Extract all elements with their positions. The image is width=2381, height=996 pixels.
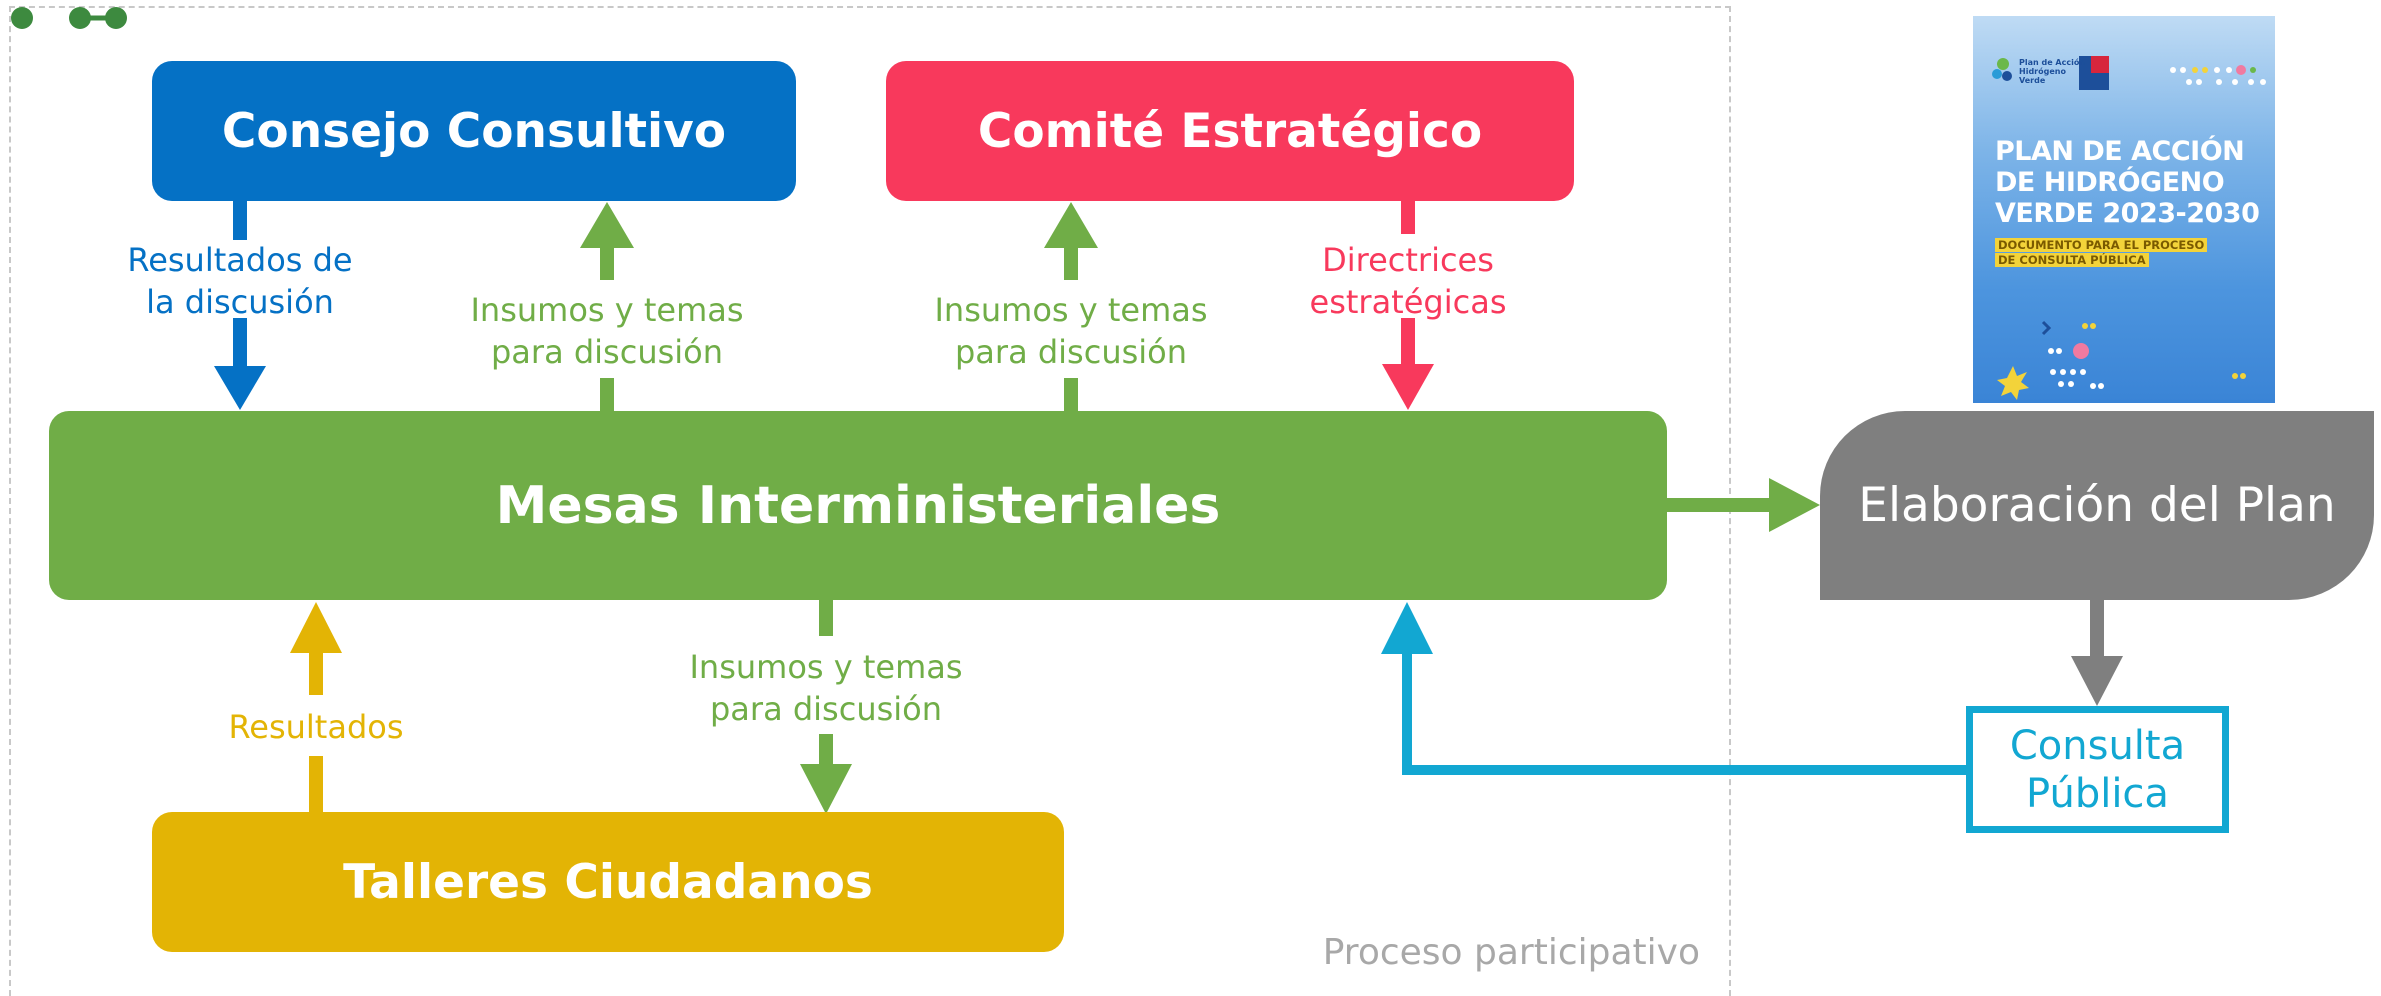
node-comite-label: Comité Estratégico xyxy=(977,103,1483,159)
cover-title: PLAN DE ACCIÓN DE HIDRÓGENO VERDE 2023-2… xyxy=(1995,136,2265,229)
cover-title-line3: VERDE 2023-2030 xyxy=(1995,198,2260,230)
cover-decoration xyxy=(1992,56,2266,400)
node-consulta-label-line1: Consulta xyxy=(2009,722,2186,769)
label-insumos-consejo-line2: para discusión xyxy=(490,332,724,371)
brand-dots-icon xyxy=(11,7,127,29)
label-directrices-estrategicas: Directrices estratégicas xyxy=(1278,240,1538,323)
arrow-mesas-to-consejo xyxy=(580,202,634,412)
cover-subtitle-line2: DE CONSULTA PÚBLICA xyxy=(1995,252,2149,267)
node-elaboracion-label: Elaboración del Plan xyxy=(1858,478,2336,533)
label-resultados-de-line1: Resultados de xyxy=(127,241,353,279)
arrow-mesas-to-talleres xyxy=(800,600,852,814)
group-label-proceso-participativo: Proceso participativo xyxy=(1322,932,1700,973)
cover-title-line1: PLAN DE ACCIÓN xyxy=(1995,136,2245,167)
label-resultados-text: Resultados xyxy=(228,708,404,746)
cover-logo-line1: Plan de Acción xyxy=(2019,58,2086,67)
node-mesas-label: Mesas Interministeriales xyxy=(495,475,1221,536)
node-mesas-interministeriales: Mesas Interministeriales xyxy=(49,411,1667,600)
label-insumos-comite-line1: Insumos y temas xyxy=(934,291,1208,329)
node-talleres-label: Talleres Ciudadanos xyxy=(343,854,873,910)
arrow-consejo-to-mesas xyxy=(214,200,266,410)
arrow-elaboracion-to-consulta xyxy=(2071,600,2123,706)
document-cover-image: Plan de Acción Hidrógeno Verde PLAN DE A… xyxy=(1973,16,2275,403)
node-elaboracion-del-plan: Elaboración del Plan xyxy=(1820,411,2374,600)
label-insumos-talleres-line1: Insumos y temas xyxy=(689,648,963,686)
node-consejo-consultivo: Consejo Consultivo xyxy=(152,61,796,201)
cover-title-line2: DE HIDRÓGENO xyxy=(1995,167,2225,199)
cover-logo-line2: Hidrógeno xyxy=(2019,67,2066,77)
node-consejo-label: Consejo Consultivo xyxy=(221,103,727,159)
label-directrices-line2: estratégicas xyxy=(1309,282,1507,321)
node-talleres-ciudadanos: Talleres Ciudadanos xyxy=(152,812,1064,952)
cover-subtitle: DOCUMENTO PARA EL PROCESO DE CONSULTA PÚ… xyxy=(1995,238,2225,268)
label-insumos-consejo-line1: Insumos y temas xyxy=(470,291,744,329)
cover-logo-line3: Verde xyxy=(2019,76,2046,86)
label-insumos-talleres-line2: para discusión xyxy=(709,689,943,728)
label-insumos-talleres: Insumos y temas para discusión xyxy=(676,647,976,730)
label-directrices-line1: Directrices xyxy=(1322,241,1494,279)
label-insumos-consejo: Insumos y temas para discusión xyxy=(457,290,757,373)
arrow-mesas-to-elaboracion xyxy=(1667,478,1820,532)
node-consulta-label-line2: Pública xyxy=(2026,770,2169,817)
arrow-comite-to-mesas xyxy=(1382,200,1434,410)
label-insumos-comite-line2: para discusión xyxy=(954,332,1188,371)
label-resultados-de-line2: la discusión xyxy=(146,282,334,321)
cover-subtitle-line1: DOCUMENTO PARA EL PROCESO xyxy=(1995,238,2208,252)
label-insumos-comite: Insumos y temas para discusión xyxy=(921,290,1221,373)
node-comite-estrategico: Comité Estratégico xyxy=(886,61,1574,201)
label-resultados: Resultados xyxy=(196,707,436,749)
arrow-mesas-to-comite xyxy=(1044,202,1098,412)
label-resultados-de-la-discusion: Resultados de la discusión xyxy=(110,240,370,323)
node-consulta-publica: Consulta Pública xyxy=(1966,706,2229,833)
arrow-talleres-to-mesas xyxy=(290,602,342,812)
cover-logo-text: Plan de Acción Hidrógeno Verde xyxy=(2019,58,2089,86)
arrow-consulta-to-mesas xyxy=(1381,602,1966,775)
